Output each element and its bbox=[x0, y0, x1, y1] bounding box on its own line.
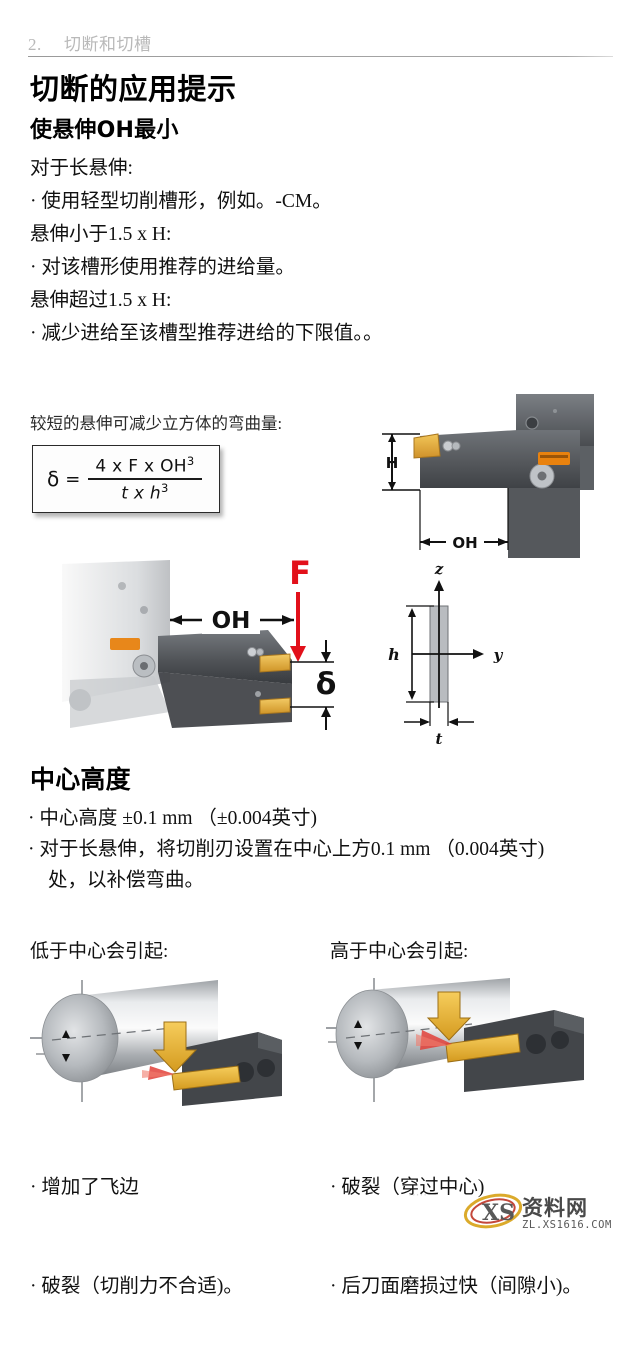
column-heading-below-center: 低于中心会引起: bbox=[30, 941, 169, 962]
label-OH: OH bbox=[452, 534, 477, 552]
insert-below-center-illustration bbox=[30, 980, 282, 1106]
tool-holder-overhang-diagram: H OH bbox=[382, 394, 594, 558]
breadcrumb: 2. 切断和切槽 bbox=[28, 30, 613, 57]
label-t: t bbox=[436, 730, 443, 748]
text-line: 对于长悬伸: bbox=[30, 158, 133, 179]
list-item: · 破裂（穿过中心) bbox=[330, 1177, 485, 1198]
document-page: 2. 切断和切槽 切断的应用提示 使悬伸OH最小 对于长悬伸: · 使用轻型切削… bbox=[28, 30, 628, 1297]
header-divider bbox=[28, 56, 613, 57]
formula-denominator-exponent: 3 bbox=[161, 480, 169, 495]
fraction-bar bbox=[88, 478, 202, 480]
bullet-item: · 中心高度 ±0.1 mm （±0.004英寸) bbox=[28, 808, 317, 829]
column-list-above-center: · 破裂（穿过中心) · 后刀面磨损过快（间隙小)。 bbox=[330, 1105, 582, 1369]
column-list-below-center: · 增加了飞边 · 破裂（切削力不合适)。 bbox=[30, 1105, 243, 1369]
formula-numerator-exponent: 3 bbox=[186, 453, 195, 468]
list-item: · 增加了飞边 bbox=[30, 1177, 139, 1198]
bullet-item: · 减少进给至该槽型推荐进给的下限值。。 bbox=[30, 323, 383, 344]
page-title: 切断的应用提示 bbox=[30, 72, 237, 106]
formula-fraction: 4 x F x OH3 t x h3 bbox=[88, 453, 202, 503]
section-heading-center-height: 中心高度 bbox=[30, 765, 131, 794]
overhang-body: 对于长悬伸: · 使用轻型切削槽形，例如。-CM。 悬伸小于1.5 x H: ·… bbox=[30, 152, 590, 350]
bullet-item: · 对该槽形使用推荐的进给量。 bbox=[30, 257, 295, 278]
formula-caption: 较短的悬伸可减少立方体的弯曲量: bbox=[30, 414, 283, 433]
list-item: · 后刀面磨损过快（间隙小)。 bbox=[330, 1276, 582, 1297]
chapter-number: 2. bbox=[28, 35, 42, 54]
formula-numerator-text: 4 x F x OH bbox=[95, 456, 187, 477]
section-heading-overhang: 使悬伸OH最小 bbox=[30, 118, 179, 143]
formula-denominator: t x h3 bbox=[114, 480, 175, 503]
bullet-item: · 对于长悬伸，将切削刃设置在中心上方0.1 mm （0.004英寸) bbox=[28, 839, 545, 860]
text-line: 悬伸超过1.5 x H: bbox=[30, 290, 172, 311]
formula-denominator-text: t x h bbox=[121, 483, 161, 504]
column-heading-above-center: 高于中心会引起: bbox=[330, 941, 469, 962]
formula-symbol: δ bbox=[47, 467, 60, 491]
bullet-item-continuation: 处，以补偿弯曲。 bbox=[48, 870, 205, 891]
label-h: h bbox=[388, 645, 400, 664]
label-OH: OH bbox=[212, 608, 251, 634]
chapter-title: 切断和切槽 bbox=[64, 35, 152, 54]
deflection-formula-box: δ = 4 x F x OH3 t x h3 bbox=[32, 445, 220, 513]
formula-equals: = bbox=[65, 468, 81, 490]
label-H: H bbox=[386, 454, 399, 472]
center-height-body: · 中心高度 ±0.1 mm （±0.004英寸) · 对于长悬伸，将切削刃设置… bbox=[28, 803, 628, 896]
text-line: 悬伸小于1.5 x H: bbox=[30, 224, 172, 245]
tool-holder-deflection-diagram: OH F δ bbox=[62, 554, 337, 730]
bar-cross-section-diagram: z y h t bbox=[388, 560, 504, 748]
label-delta: δ bbox=[316, 667, 337, 702]
label-F: F bbox=[289, 554, 311, 592]
label-z: z bbox=[434, 560, 444, 578]
formula-numerator: 4 x F x OH3 bbox=[88, 453, 201, 479]
insert-above-center-illustration bbox=[326, 978, 584, 1102]
label-y: y bbox=[493, 646, 504, 664]
list-item: · 破裂（切削力不合适)。 bbox=[30, 1276, 243, 1297]
bullet-item: · 使用轻型切削槽形，例如。-CM。 bbox=[30, 191, 332, 212]
